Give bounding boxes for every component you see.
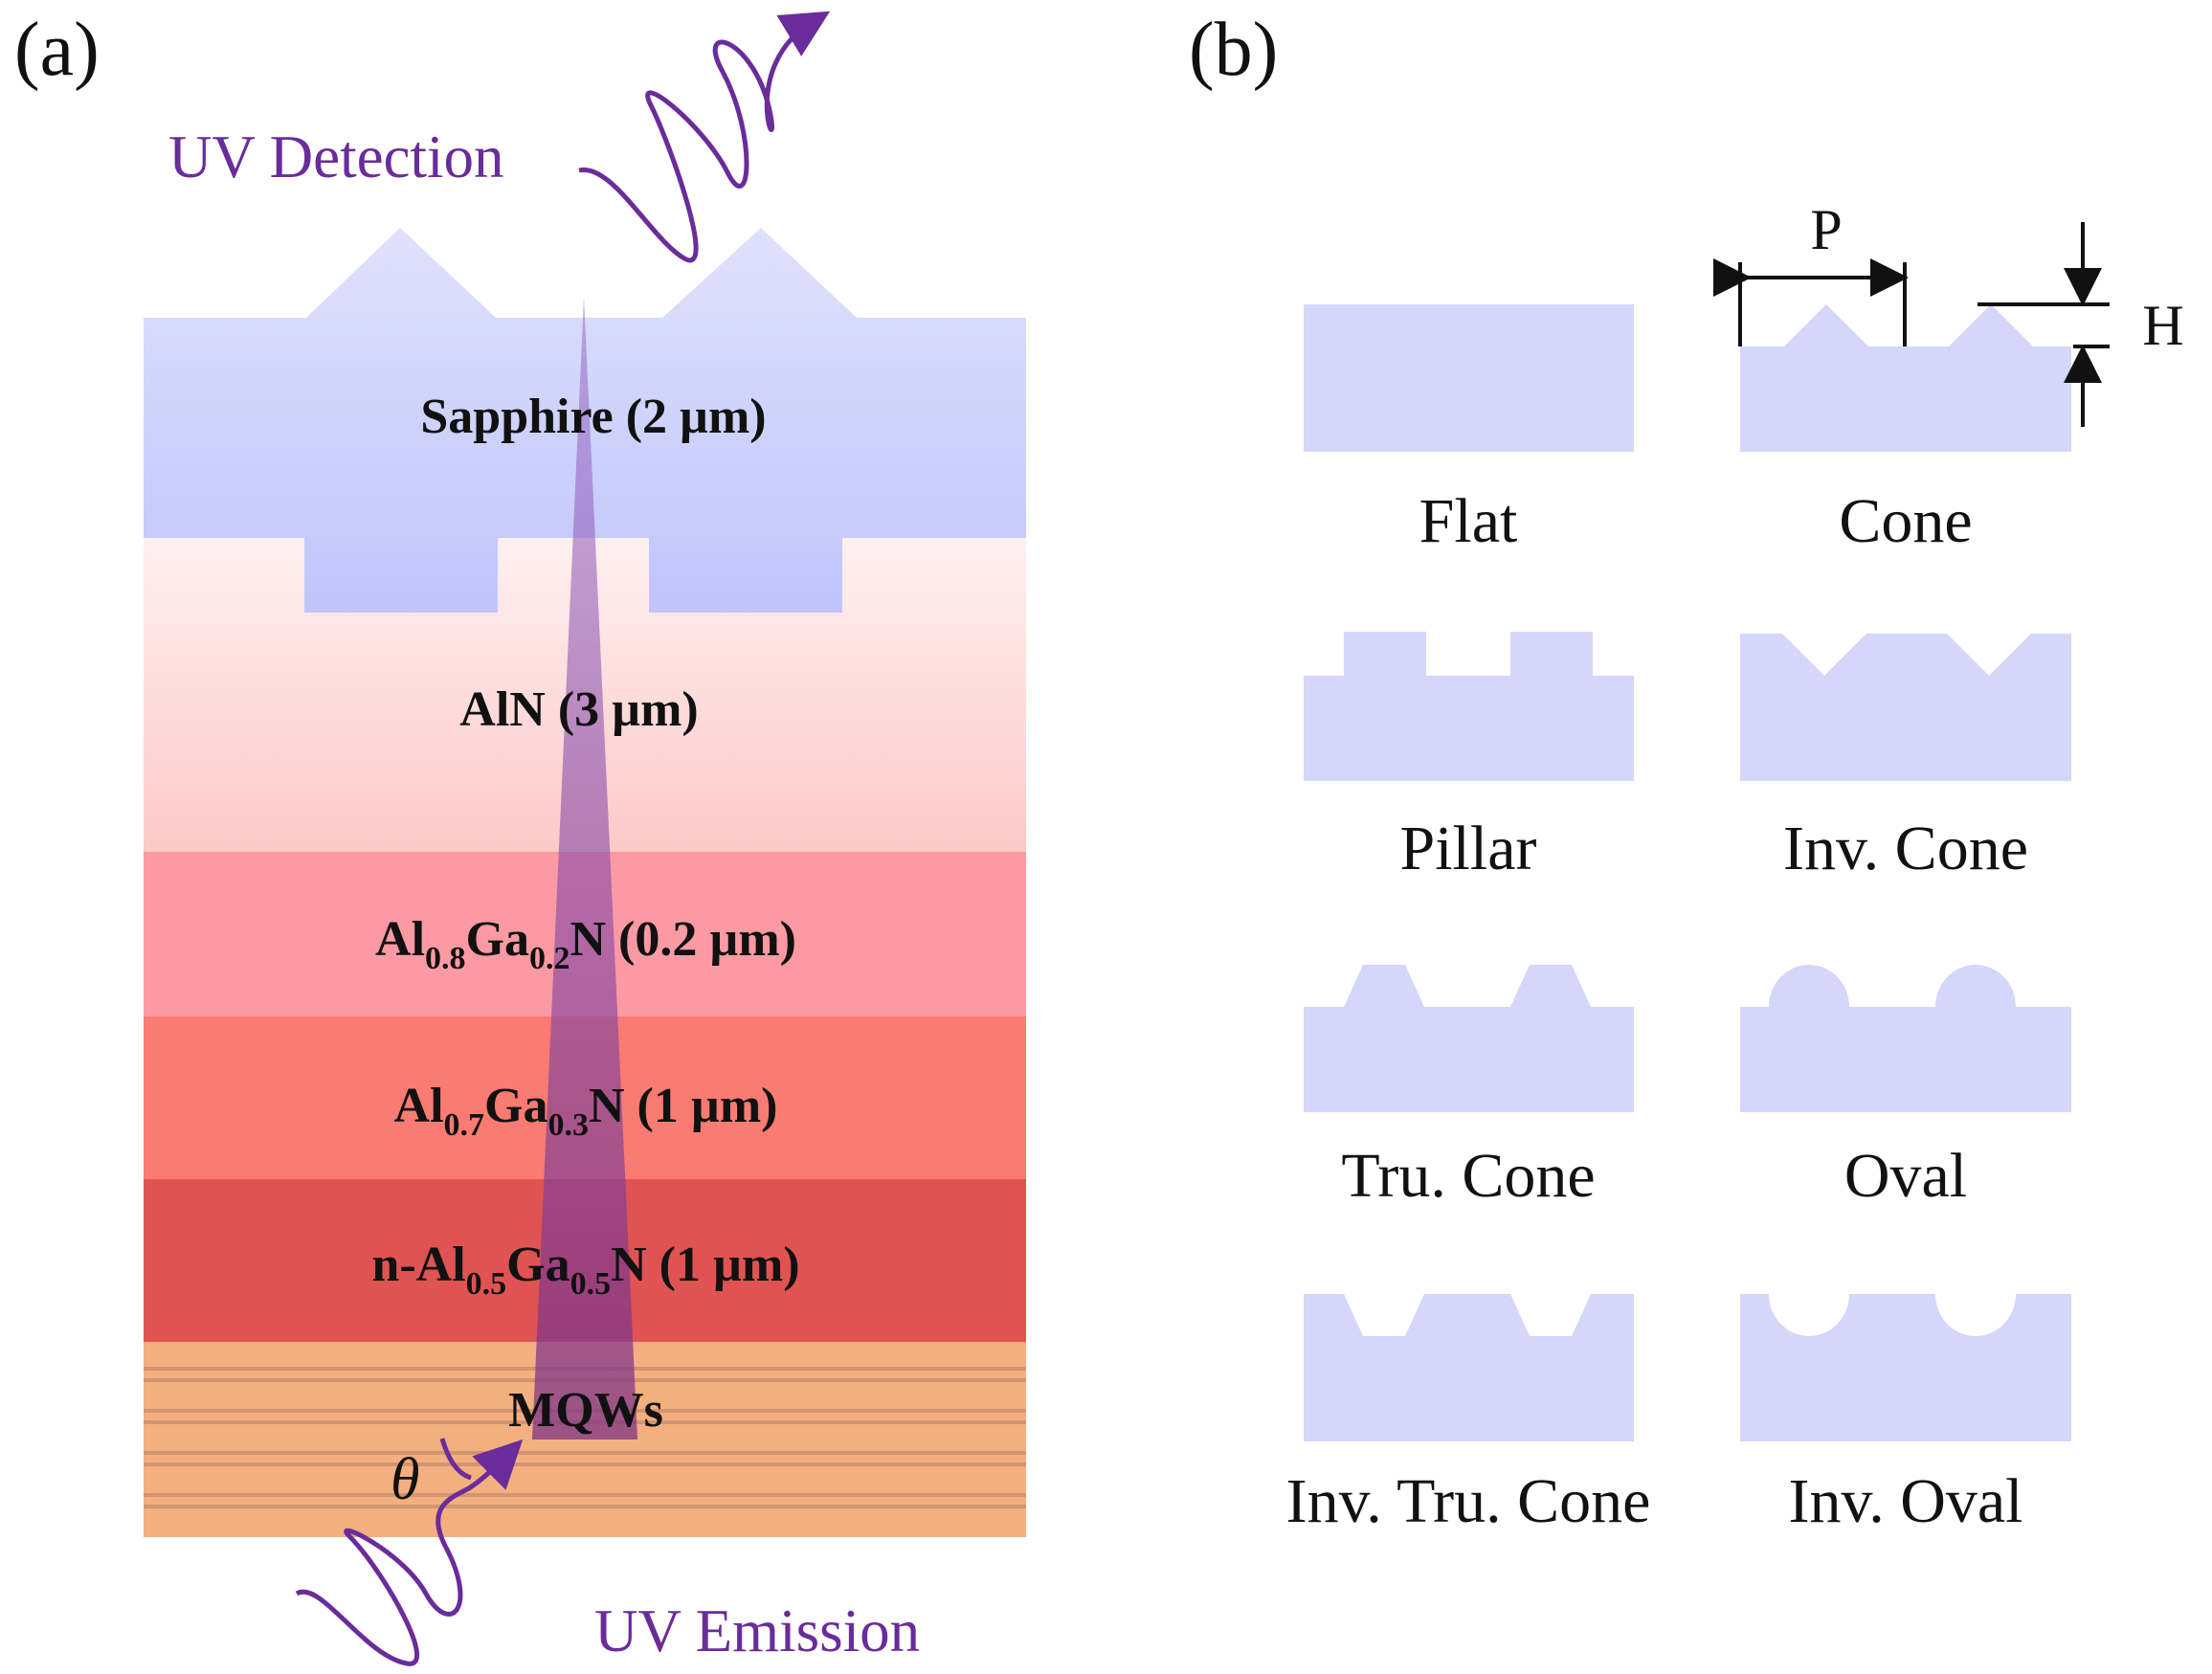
panel-a-label: (a) [14, 8, 100, 92]
cone-pattern [1740, 304, 2071, 452]
uv-detection-label: UV Detection [168, 123, 504, 190]
shape-label-cone: Cone [1839, 486, 1972, 556]
uv-emission-label: UV Emission [594, 1597, 920, 1664]
period-dimension [1713, 258, 1909, 346]
aln-label: AlN (3 µm) [459, 682, 698, 737]
theta-symbol: θ [391, 1447, 419, 1512]
tru-cone-pattern [1304, 965, 1634, 1112]
shape-label-oval: Oval [1844, 1141, 1967, 1211]
height-dimension [1977, 222, 2110, 427]
pillar-pattern [1304, 632, 1634, 781]
height-label: H [2142, 294, 2183, 357]
inv-cone-pattern [1740, 634, 2071, 781]
shape-label-pillar: Pillar [1400, 814, 1537, 883]
shape-label-flat: Flat [1419, 486, 1518, 556]
al07ga03n-label: Al0.7Ga0.3N (1 µm) [394, 1079, 778, 1143]
mqw-stripes [144, 1367, 1026, 1508]
flat-pattern [1304, 304, 1634, 452]
light-beam [532, 297, 637, 1440]
angle-arc [439, 1438, 472, 1481]
uv-emission-wave [295, 1439, 524, 1666]
period-label: P [1810, 198, 1842, 261]
shape-label-inv-oval: Inv. Oval [1789, 1466, 2023, 1536]
sapphire-label: Sapphire (2 µm) [420, 390, 766, 444]
oval-pattern [1740, 965, 2071, 1112]
n-al05ga05n-label: n-Al0.5Ga0.5N (1 µm) [371, 1238, 799, 1302]
al08ga02n-label: Al0.8Ga0.2N (0.2 µm) [375, 912, 796, 976]
shape-label-tru-cone: Tru. Cone [1341, 1141, 1595, 1211]
uv-detection-wave [578, 11, 831, 263]
inv-tru-cone-pattern [1304, 1294, 1634, 1441]
inv-oval-pattern [1740, 1294, 2071, 1441]
shape-label-inv-tru-cone: Inv. Tru. Cone [1286, 1466, 1651, 1536]
panel-b-label: (b) [1189, 8, 1278, 92]
mqws-label: MQWs [508, 1383, 663, 1438]
shape-label-inv-cone: Inv. Cone [1783, 814, 2028, 883]
